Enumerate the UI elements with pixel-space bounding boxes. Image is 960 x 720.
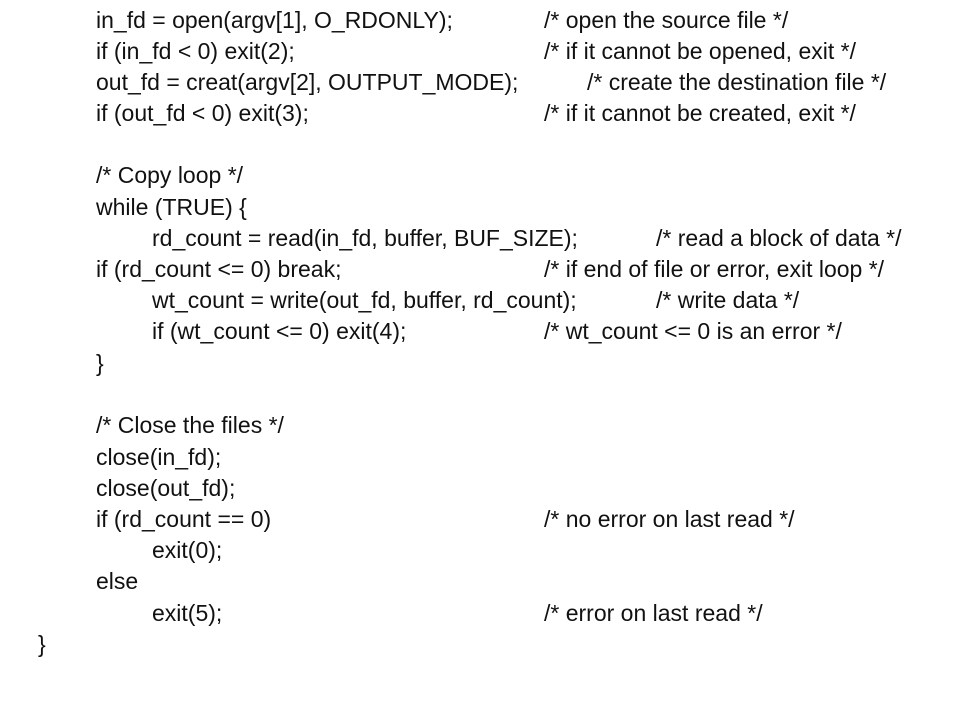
code-comment: /* open the source file */	[544, 7, 789, 33]
code-text: exit(5);	[152, 600, 223, 626]
code-text: if (rd_count == 0)	[96, 506, 272, 532]
code-text: exit(0);	[152, 537, 223, 563]
code-text: close(out_fd);	[96, 475, 236, 501]
code-text: /* Close the files */	[96, 412, 284, 438]
code-text: }	[38, 631, 46, 657]
code-text: while (TRUE) {	[96, 194, 247, 220]
code-text: if (rd_count <= 0) break;	[96, 256, 342, 282]
code-text: if (in_fd < 0) exit(2);	[96, 38, 295, 64]
code-comment: /* if it cannot be opened, exit */	[544, 38, 856, 64]
code-comment: /* if end of file or error, exit loop */	[544, 256, 885, 282]
code-comment: /* wt_count <= 0 is an error */	[544, 318, 842, 344]
code-text: if (out_fd < 0) exit(3);	[96, 100, 309, 126]
code-text: close(in_fd);	[96, 444, 222, 470]
code-comment: /* error on last read */	[544, 600, 763, 626]
code-comment: /* write data */	[656, 287, 800, 313]
code-comment: /* no error on last read */	[544, 506, 795, 532]
code-text: out_fd = creat(argv[2], OUTPUT_MODE);	[96, 69, 519, 95]
code-text: rd_count = read(in_fd, buffer, BUF_SIZE)…	[152, 225, 578, 251]
code-comment: /* create the destination file */	[587, 69, 887, 95]
code-text: in_fd = open(argv[1], O_RDONLY);	[96, 7, 453, 33]
code-text: /* Copy loop */	[96, 162, 244, 188]
code-text: if (wt_count <= 0) exit(4);	[152, 318, 407, 344]
code-comment: /* read a block of data */	[656, 225, 902, 251]
code-text: wt_count = write(out_fd, buffer, rd_coun…	[152, 287, 577, 313]
code-comment: /* if it cannot be created, exit */	[544, 100, 856, 126]
code-text: else	[96, 568, 139, 594]
code-text: }	[96, 350, 104, 376]
